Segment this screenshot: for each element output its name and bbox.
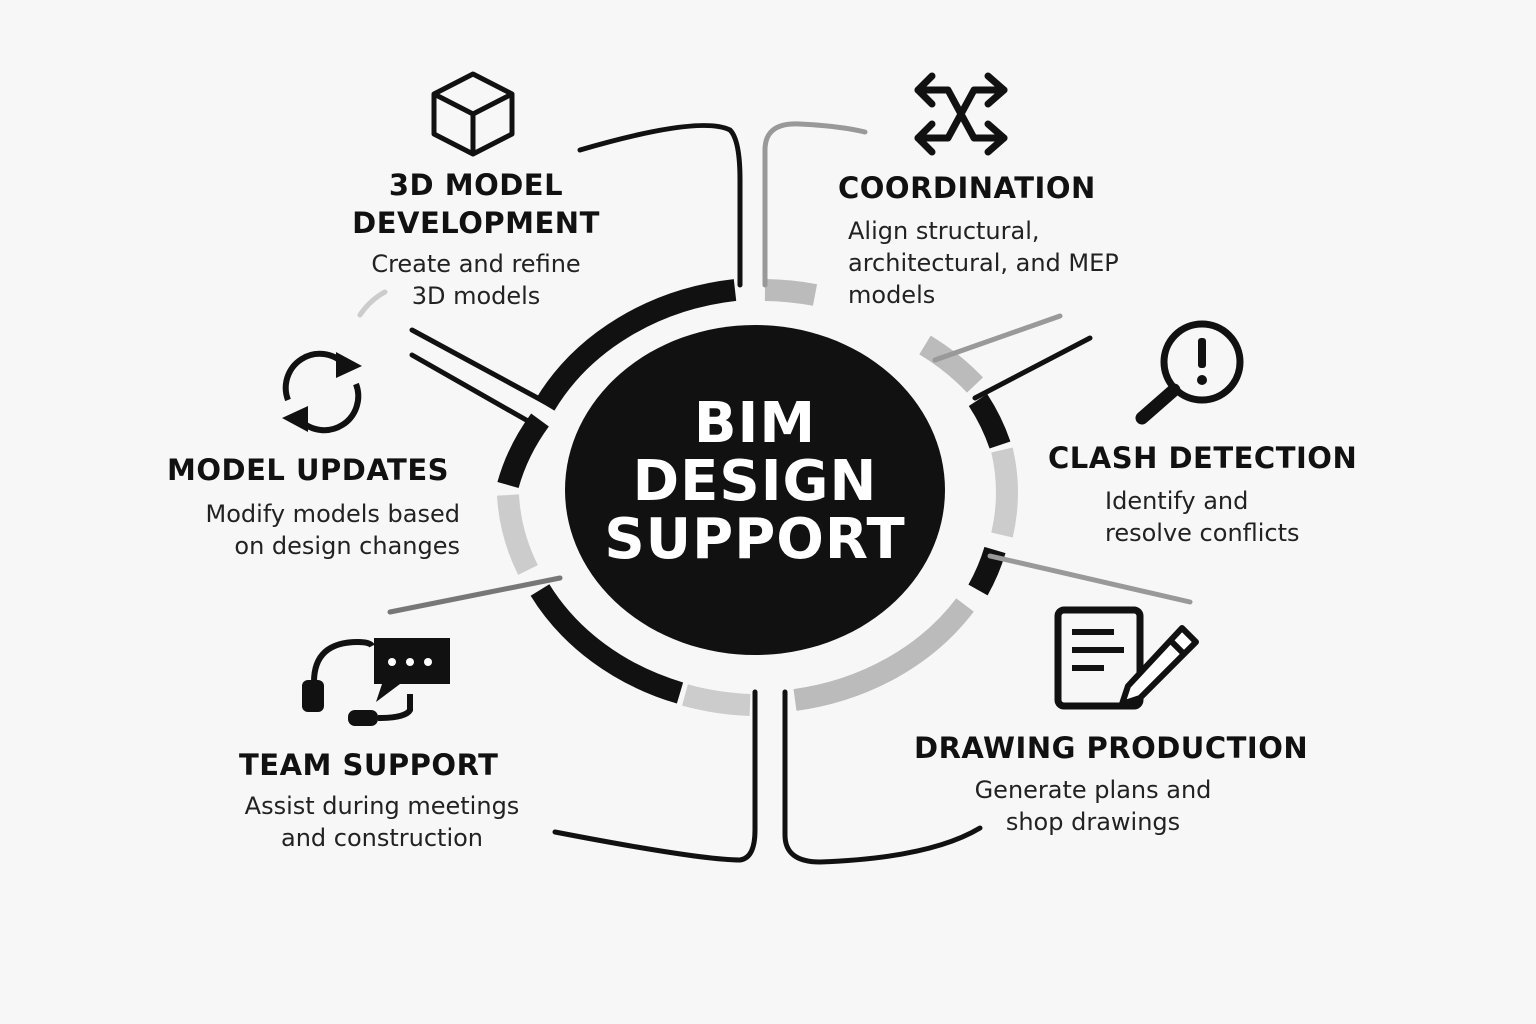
refresh-icon xyxy=(282,350,362,434)
headset-chat-icon xyxy=(302,638,450,726)
node-title-coordination: COORDINATION xyxy=(838,171,1096,205)
document-pencil-icon xyxy=(1054,606,1199,710)
outer-ring xyxy=(497,279,1018,716)
node-title-clash: CLASH DETECTION xyxy=(1048,441,1358,475)
center-title: BIM DESIGN SUPPORT xyxy=(565,395,945,569)
center-line: SUPPORT xyxy=(604,507,906,572)
cube-icon xyxy=(431,71,515,157)
crossing-arrows-icon xyxy=(914,72,1008,156)
magnifier-alert-icon xyxy=(1135,320,1244,425)
node-title-updates: MODEL UPDATES xyxy=(167,453,450,487)
node-title-team: TEAM SUPPORT xyxy=(239,748,499,782)
center-line: BIM xyxy=(693,391,817,456)
connector-lines xyxy=(357,121,1193,865)
center-hub xyxy=(565,325,945,655)
center-line: DESIGN xyxy=(632,449,878,514)
node-title-drawing: DRAWING PRODUCTION xyxy=(914,731,1309,765)
